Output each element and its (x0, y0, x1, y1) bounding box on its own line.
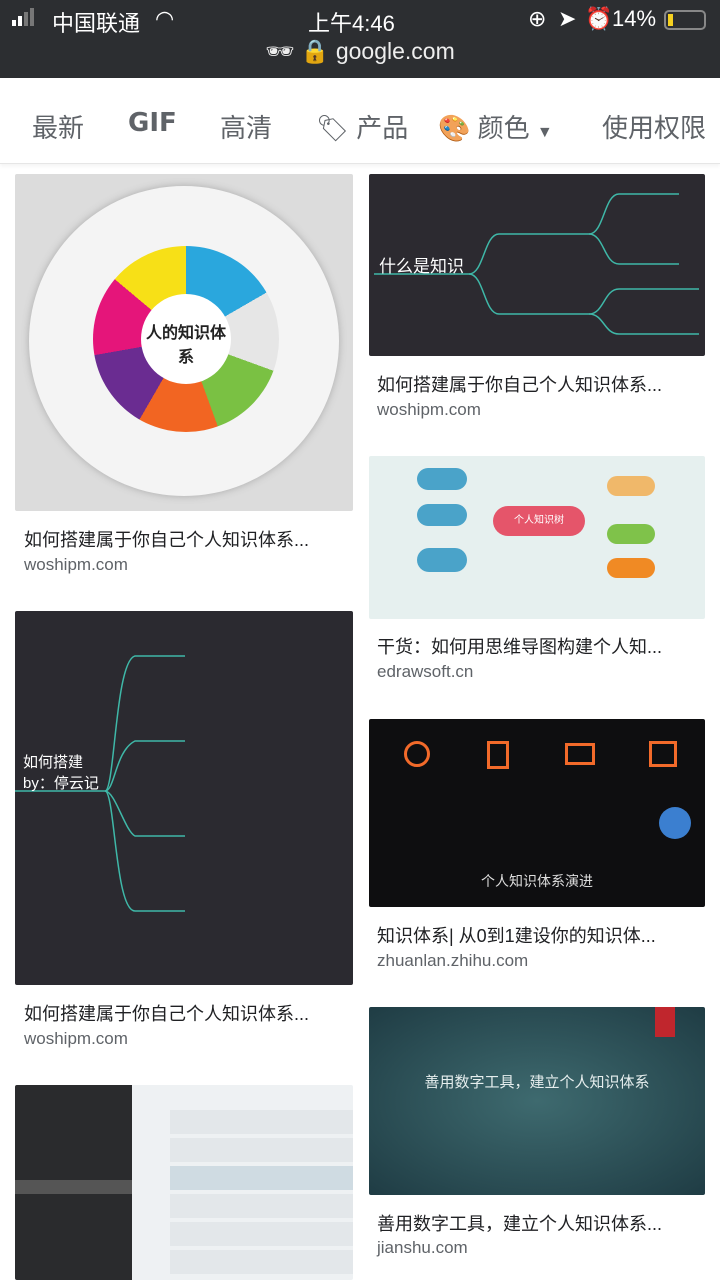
result-image[interactable]: 什么是知识 (369, 174, 705, 356)
image-caption: 个人知识树 (493, 506, 585, 536)
mindmap-lines (374, 193, 699, 335)
status-bar: 中国联通 ◠ 上午4:46 ⊕ ➤ ⏰ 14% 🕶 🔒 google.com (0, 0, 720, 78)
filter-color[interactable]: 🎨 颜色 ▼ (438, 113, 553, 143)
palette-icon: 🎨 (438, 113, 471, 143)
wifi-icon: ◠ (155, 6, 175, 31)
result-source: woshipm.com (24, 1029, 128, 1048)
filter-hd[interactable]: 高清 (220, 113, 273, 143)
result-source: jianshu.com (377, 1238, 468, 1257)
result-image[interactable]: 个人知识树 (369, 456, 705, 619)
filter-gif[interactable]: GIF (128, 108, 177, 138)
result-image[interactable] (15, 1085, 353, 1280)
carrier: 中国联通 (52, 11, 141, 36)
filter-usage-rights[interactable]: 使用权限 (602, 113, 707, 143)
battery-percent: 14% (612, 6, 657, 31)
image-caption: 个人知识体系演进 (481, 873, 593, 889)
orientation-lock-icon: ⊕ (528, 6, 547, 31)
result-image[interactable]: 如何搭建 by：停云记 (15, 611, 353, 985)
result-title[interactable]: 善用数字工具，建立个人知识体系... (377, 1214, 663, 1234)
url-bar[interactable]: 🕶 🔒 google.com (0, 38, 720, 65)
image-caption: 善用数字工具，建立个人知识体系 (424, 1074, 650, 1091)
result-source: zhuanlan.zhihu.com (377, 951, 529, 970)
result-image[interactable]: 人的知识体系 (15, 174, 353, 511)
image-caption: 如何搭建 by：停云记 (23, 754, 99, 792)
clock: 上午4:46 (308, 11, 395, 36)
result-image[interactable]: 个人知识体系演进 (369, 719, 705, 907)
mindmap-lines (15, 655, 185, 912)
result-source: edrawsoft.cn (377, 662, 474, 681)
filter-bar: 最新 GIF 高清 🏷 产品 🎨 颜色 ▼ 使用权限 (0, 78, 720, 164)
result-title[interactable]: 如何搭建属于你自己个人知识体系... (377, 375, 663, 395)
tag-icon: 🏷 (316, 113, 350, 143)
image-caption: 人的知识体系 (145, 325, 226, 366)
lock-icon: 🔒 (300, 38, 330, 64)
signal-icon (12, 6, 34, 32)
filter-latest[interactable]: 最新 (32, 113, 85, 143)
image-caption: 什么是知识 (379, 257, 464, 276)
result-title[interactable]: 如何搭建属于你自己个人知识体系... (24, 1004, 310, 1024)
result-source: woshipm.com (24, 555, 128, 574)
url-text: google.com (335, 38, 455, 64)
result-title[interactable]: 知识体系| 从0到1建设你的知识体... (377, 926, 656, 946)
chevron-down-icon: ▼ (536, 124, 553, 141)
result-title[interactable]: 如何搭建属于你自己个人知识体系... (24, 530, 310, 550)
location-icon: ➤ (558, 6, 577, 31)
result-title[interactable]: 干货：如何用思维导图构建个人知... (377, 637, 663, 657)
alarm-icon: ⏰ (585, 6, 613, 31)
battery-icon (664, 10, 706, 30)
filter-product[interactable]: 🏷 产品 (316, 113, 409, 143)
incognito-icon: 🕶 (265, 38, 295, 64)
result-source: woshipm.com (377, 400, 481, 419)
result-image[interactable]: 善用数字工具，建立个人知识体系 (369, 1007, 705, 1195)
